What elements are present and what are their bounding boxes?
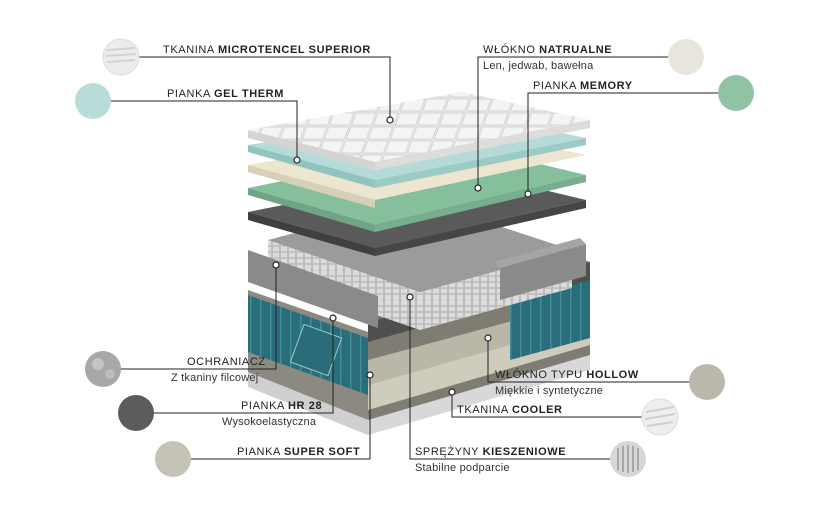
swatch-microtencel [102, 38, 140, 76]
label-springs: SPRĘŻYNY KIESZENIOWE [415, 446, 567, 458]
swatch-protector [85, 351, 121, 387]
label-super-soft: PIANKA SUPER SOFT [237, 446, 361, 458]
label-natural-fiber-sub: Len, jedwab, bawełna [483, 60, 594, 72]
swatch-memory [718, 75, 754, 111]
label-memory: PIANKA MEMORY [533, 80, 633, 92]
layer-cooler [368, 355, 590, 435]
layer-microtencel [248, 92, 590, 162]
label-hollow: WŁÓKNO TYPU HOLLOW [495, 369, 639, 381]
label-hollow-sub: Miękkie i syntetyczne [495, 385, 604, 397]
swatch-gel-therm [75, 83, 111, 119]
label-hr28-sub: Wysokoelastyczna [222, 416, 317, 428]
label-protector-sub: Z tkaniny filcowej [171, 372, 259, 384]
label-cooler: TKANINA COOLER [457, 404, 563, 416]
swatch-natural-fiber [668, 39, 704, 75]
label-protector: OCHRANIACZ [187, 356, 266, 368]
leader-dots [272, 116, 532, 396]
mattress-layers [248, 92, 590, 435]
label-microtencel: TKANINA MICROTENCEL SUPERIOR [163, 44, 371, 56]
leader-lines [110, 56, 718, 460]
label-gel-therm: PIANKA GEL THERM [167, 88, 284, 100]
swatch-hr28 [118, 395, 154, 431]
label-hr28: PIANKA HR 28 [241, 400, 323, 412]
label-natural-fiber: WŁÓKNO NATRUALNE [483, 44, 613, 56]
label-springs-sub: Stabilne podparcie [415, 462, 510, 474]
swatch-hollow [689, 364, 725, 400]
swatch-super-soft [155, 441, 191, 477]
swatches [75, 38, 754, 477]
